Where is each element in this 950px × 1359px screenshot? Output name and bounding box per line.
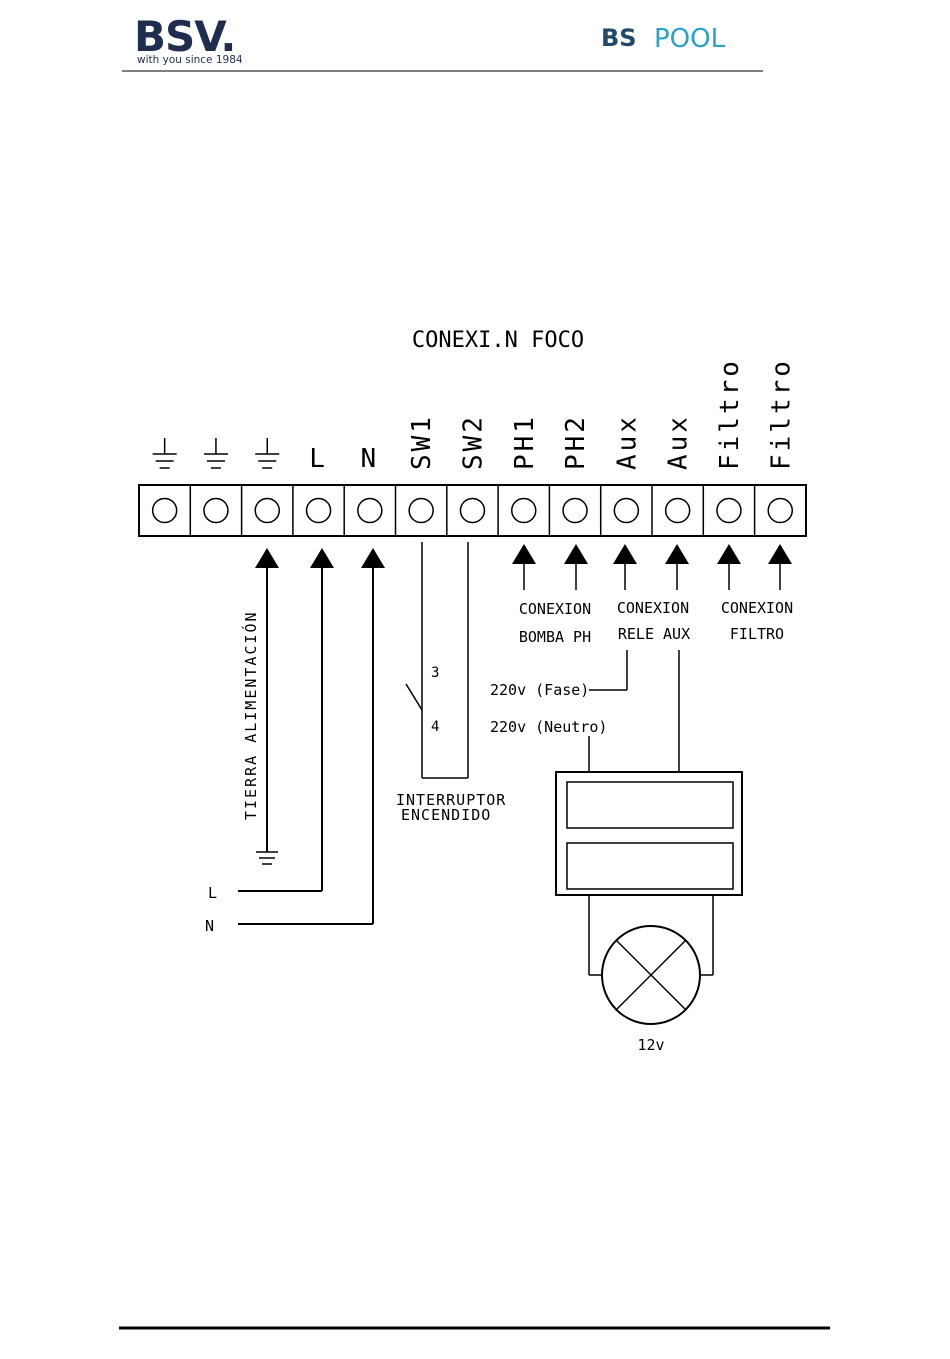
terminal-screw-2 (204, 499, 228, 523)
terminal-screw-4 (307, 499, 331, 523)
ground-icon (255, 438, 279, 468)
terminal-block: L N SW1 SW2 PH1 PH2 Aux Aux Filtro Filtro (139, 358, 806, 536)
terminal-screw-11 (666, 499, 690, 523)
terminal-screw-12 (717, 499, 741, 523)
transformer-box (556, 772, 742, 895)
terminal-labels: L N SW1 SW2 PH1 PH2 Aux Aux Filtro Filtro (153, 358, 797, 474)
switch-contact-3: 3 (431, 665, 439, 681)
terminal-screw-6 (409, 499, 433, 523)
terminal-screw-10 (614, 499, 638, 523)
filtro1-arrow (717, 544, 741, 564)
conexion-filtro-label: CONEXION (721, 599, 793, 617)
switch-contact-4: 4 (431, 719, 439, 735)
aux2-arrow (665, 544, 689, 564)
supply-n-label: N (205, 917, 214, 935)
ground-icon (153, 438, 177, 468)
rele-aux-label: RELE AUX (618, 625, 690, 643)
terminal-screw-5 (358, 499, 382, 523)
output-arrows: CONEXION BOMBA PH CONEXION RELE AUX CONE… (512, 544, 793, 646)
transformer-secondary (567, 843, 733, 889)
aux1-arrow (613, 544, 637, 564)
terminal-block-frame (139, 485, 806, 536)
terminal-label-n-5: N (361, 444, 380, 474)
terminal-cells (153, 485, 793, 536)
bspool-logo-pool: POOL (654, 24, 726, 54)
terminal-screw-8 (512, 499, 536, 523)
filtro-label: FILTRO (730, 625, 784, 643)
terminal-label-aux-10: Aux (612, 414, 642, 470)
terminal-label-ph1-8: PH1 (510, 414, 540, 470)
earth-arrow (255, 548, 279, 568)
conexion-aux-label: CONEXION (617, 599, 689, 617)
conexion-ph-label: CONEXION (519, 600, 591, 618)
tierra-label: TIERRA ALIMENTACIÓN (241, 610, 260, 820)
terminal-screw-1 (153, 499, 177, 523)
terminal-label-sw2-7: SW2 (458, 414, 488, 470)
fase-label: 220v (Fase) (490, 681, 589, 699)
ph1-arrow (512, 544, 536, 564)
earth-ground-icon (256, 852, 278, 864)
terminal-label-l-4: L (309, 444, 328, 474)
l-arrow (310, 548, 334, 568)
terminal-label-filtro-12: Filtro (715, 358, 745, 470)
filtro2-arrow (768, 544, 792, 564)
bsv-tagline: with you since 1984 (137, 54, 243, 66)
terminal-screw-9 (563, 499, 587, 523)
encendido-label: ENCENDIDO (401, 806, 491, 824)
terminal-label-sw1-6: SW1 (407, 414, 437, 470)
diagram-title: CONEXI.N FOCO (412, 328, 584, 353)
switch-contact-icon (406, 684, 422, 710)
header: BSV. with you since 1984 BS POOL (122, 12, 763, 71)
supply-wiring: TIERRA ALIMENTACIÓN L N (205, 548, 385, 935)
n-arrow (361, 548, 385, 568)
terminal-label-ph2-9: PH2 (561, 414, 591, 470)
terminal-screw-13 (768, 499, 792, 523)
lamp-circuit: 220v (Fase) 220v (Neutro) 12v (490, 650, 742, 1054)
bspool-logo-bs: BS (601, 24, 637, 52)
ph2-arrow (564, 544, 588, 564)
ground-icon (204, 438, 228, 468)
terminal-screw-3 (255, 499, 279, 523)
terminal-screw-7 (460, 499, 484, 523)
lamp-icon (602, 926, 700, 1024)
supply-l-label: L (208, 884, 217, 902)
transformer-primary (567, 782, 733, 828)
terminal-label-aux-11: Aux (664, 414, 694, 470)
lamp-voltage-label: 12v (637, 1036, 664, 1054)
bomba-ph-label: BOMBA PH (519, 628, 591, 646)
neutro-label: 220v (Neutro) (490, 718, 607, 736)
terminal-label-filtro-13: Filtro (766, 358, 796, 470)
